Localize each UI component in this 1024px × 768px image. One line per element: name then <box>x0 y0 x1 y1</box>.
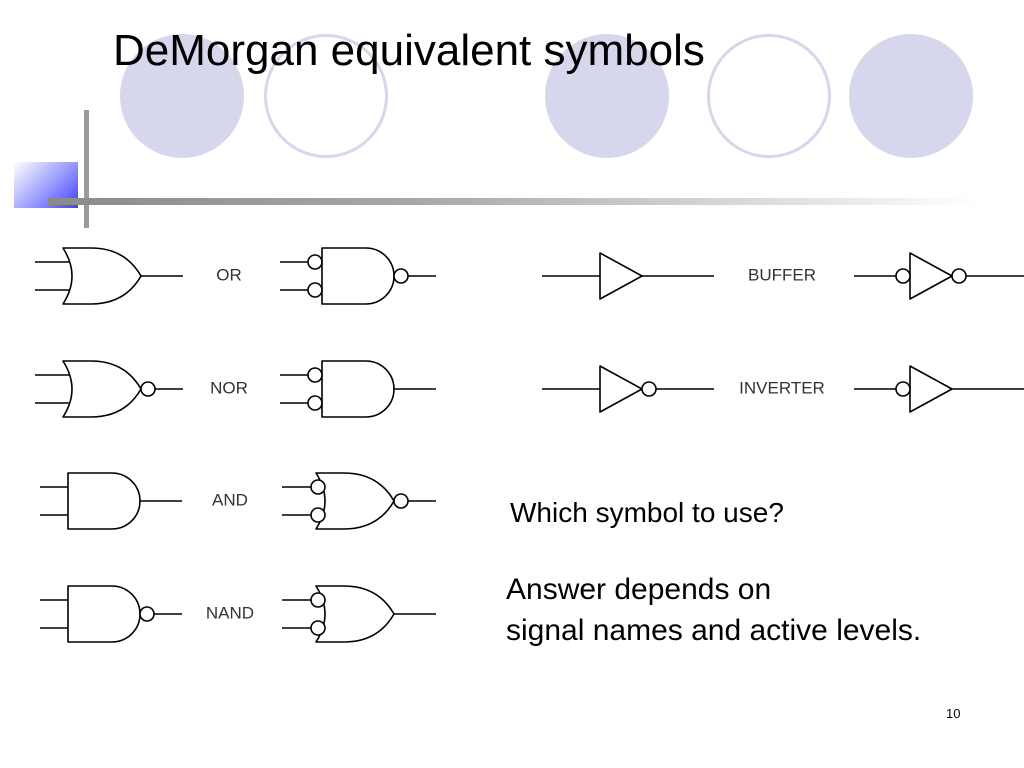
or-gate-symbol <box>62 247 142 305</box>
inversion-bubble <box>310 620 326 636</box>
or-gate-equivalent-symbol <box>315 472 395 530</box>
page-number: 10 <box>946 706 961 721</box>
decor-circle <box>849 34 973 158</box>
inversion-bubble <box>307 282 323 298</box>
buffer-gate-symbol <box>599 252 643 300</box>
inversion-bubble <box>895 381 911 397</box>
inversion-bubble <box>393 268 409 284</box>
answer-text-line1: Answer depends on <box>506 573 772 606</box>
inversion-bubble <box>641 381 657 397</box>
answer-text-line2: signal names and active levels. <box>506 614 922 647</box>
and-gate-symbol <box>67 585 141 643</box>
horizontal-rule <box>48 198 978 205</box>
inversion-bubble <box>310 507 326 523</box>
gate-label-or: OR <box>216 265 242 284</box>
decor-circle <box>707 34 831 158</box>
or-gate-equivalent-symbol <box>315 585 395 643</box>
inversion-bubble <box>310 479 326 495</box>
inversion-bubble <box>393 493 409 509</box>
gate-label-buffer: BUFFER <box>748 265 816 284</box>
vertical-rule <box>84 110 89 228</box>
inversion-bubble <box>951 268 967 284</box>
inversion-bubble <box>895 268 911 284</box>
buffer-gate-symbol <box>599 365 643 413</box>
and-gate-symbol <box>67 472 141 530</box>
inversion-bubble <box>307 254 323 270</box>
inversion-bubble <box>307 367 323 383</box>
gate-label-nand: NAND <box>206 603 254 622</box>
inversion-bubble <box>310 592 326 608</box>
and-gate-equivalent-symbol <box>321 247 395 305</box>
gate-label-nor: NOR <box>210 378 248 397</box>
or-gate-symbol <box>62 360 142 418</box>
page-title: DeMorgan equivalent symbols <box>113 26 705 75</box>
and-gate-equivalent-symbol <box>321 360 395 418</box>
inversion-bubble <box>140 381 156 397</box>
decor-circle <box>264 34 388 158</box>
gate-label-inverter: INVERTER <box>739 378 825 397</box>
gate-label-and: AND <box>212 490 248 509</box>
inversion-bubble <box>139 606 155 622</box>
decor-circle <box>120 34 244 158</box>
buffer-gate-equivalent-symbol <box>909 252 953 300</box>
buffer-gate-equivalent-symbol <box>909 365 953 413</box>
question-text: Which symbol to use? <box>510 497 784 528</box>
decor-circle <box>545 34 669 158</box>
inversion-bubble <box>307 395 323 411</box>
